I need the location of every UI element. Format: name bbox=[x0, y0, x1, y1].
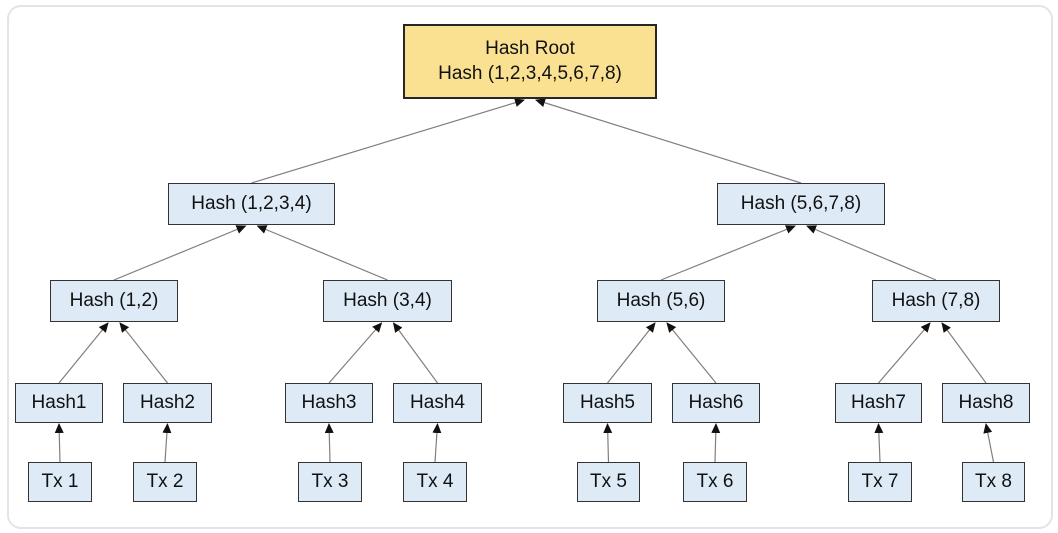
node-tx7: Tx 7 bbox=[848, 462, 912, 502]
edge-hash7-to-hash-78 bbox=[878, 322, 931, 384]
edge-tx8-to-hash8 bbox=[983, 423, 995, 463]
node-tx4-label: Tx 4 bbox=[416, 470, 454, 492]
edge-hash5-to-hash-56 bbox=[607, 322, 656, 384]
node-hash6-label: Hash6 bbox=[688, 391, 744, 413]
node-hash4-label: Hash4 bbox=[410, 391, 465, 413]
edge-hash6-to-hash-56 bbox=[666, 322, 717, 384]
node-hash2-label: Hash2 bbox=[140, 391, 195, 413]
node-hash1-label: Hash1 bbox=[31, 391, 87, 413]
node-hash-12: Hash (1,2) bbox=[50, 280, 178, 322]
node-hash6: Hash6 bbox=[672, 383, 760, 423]
node-hash-root-label-line1: Hash Root bbox=[485, 38, 575, 60]
edge-tx2-to-hash2 bbox=[162, 423, 172, 463]
node-hash-12-label: Hash (1,2) bbox=[69, 289, 159, 311]
edge-hash2-to-hash-12 bbox=[119, 322, 168, 384]
node-hash7-label: Hash7 bbox=[851, 391, 906, 413]
node-hash-34-label: Hash (3,4) bbox=[343, 289, 432, 311]
edge-hash-34-to-hash-1234 bbox=[256, 225, 388, 281]
node-hash-56: Hash (5,6) bbox=[597, 280, 725, 322]
node-tx3-label: Tx 3 bbox=[311, 470, 349, 492]
node-tx5-label: Tx 5 bbox=[590, 470, 627, 492]
node-tx2-label: Tx 2 bbox=[146, 470, 184, 492]
edge-hash-5678-to-hash-root bbox=[535, 98, 802, 184]
edge-hash1-to-hash-12 bbox=[58, 322, 109, 384]
edge-tx7-to-hash7 bbox=[874, 423, 884, 463]
edge-hash4-to-hash-34 bbox=[392, 322, 438, 384]
node-tx4: Tx 4 bbox=[403, 462, 467, 502]
node-hash8: Hash8 bbox=[942, 383, 1030, 423]
edge-tx5-to-hash5 bbox=[603, 423, 613, 463]
node-tx5: Tx 5 bbox=[577, 462, 640, 502]
node-hash-5678-label: Hash (5,6,7,8) bbox=[740, 192, 862, 214]
node-hash5: Hash5 bbox=[563, 383, 652, 423]
node-hash5-label: Hash5 bbox=[580, 391, 635, 413]
node-tx7-label: Tx 7 bbox=[861, 470, 899, 492]
node-hash-1234-label: Hash (1,2,3,4) bbox=[191, 192, 312, 214]
edge-tx1-to-hash1 bbox=[54, 423, 64, 463]
node-hash-1234: Hash (1,2,3,4) bbox=[168, 183, 335, 225]
node-hash4: Hash4 bbox=[393, 383, 482, 423]
node-hash-root-label-line2: Hash (1,2,3,4,5,6,7,8) bbox=[438, 62, 622, 84]
node-hash1: Hash1 bbox=[15, 383, 103, 423]
node-hash2: Hash2 bbox=[123, 383, 212, 423]
edge-tx4-to-hash4 bbox=[432, 423, 442, 463]
node-tx2: Tx 2 bbox=[133, 462, 197, 502]
node-tx6-label: Tx 6 bbox=[696, 470, 734, 492]
node-tx8-label: Tx 8 bbox=[975, 470, 1012, 492]
node-hash-78: Hash (7,8) bbox=[872, 280, 1000, 322]
edge-hash8-to-hash-78 bbox=[941, 322, 987, 384]
node-hash3-label: Hash3 bbox=[301, 391, 357, 413]
edge-hash-78-to-hash-5678 bbox=[806, 225, 937, 281]
edge-hash-12-to-hash-1234 bbox=[113, 225, 247, 281]
edge-tx3-to-hash3 bbox=[324, 423, 334, 463]
node-tx8: Tx 8 bbox=[962, 462, 1025, 502]
edge-tx6-to-hash6 bbox=[711, 423, 721, 463]
node-hash8-label: Hash8 bbox=[958, 391, 1014, 413]
node-hash7: Hash7 bbox=[835, 383, 922, 423]
node-tx3: Tx 3 bbox=[298, 462, 362, 502]
edge-hash-56-to-hash-5678 bbox=[660, 225, 796, 281]
node-hash-34: Hash (3,4) bbox=[323, 280, 452, 322]
node-hash-56-label: Hash (5,6) bbox=[616, 289, 706, 311]
edge-hash-1234-to-hash-root bbox=[251, 98, 525, 184]
node-tx1-label: Tx 1 bbox=[41, 470, 79, 492]
node-hash-5678: Hash (5,6,7,8) bbox=[717, 183, 885, 225]
edge-hash3-to-hash-34 bbox=[328, 322, 383, 384]
node-hash-78-label: Hash (7,8) bbox=[891, 289, 981, 311]
node-hash3: Hash3 bbox=[285, 383, 373, 423]
node-tx1: Tx 1 bbox=[28, 462, 92, 502]
node-tx6: Tx 6 bbox=[683, 462, 747, 502]
